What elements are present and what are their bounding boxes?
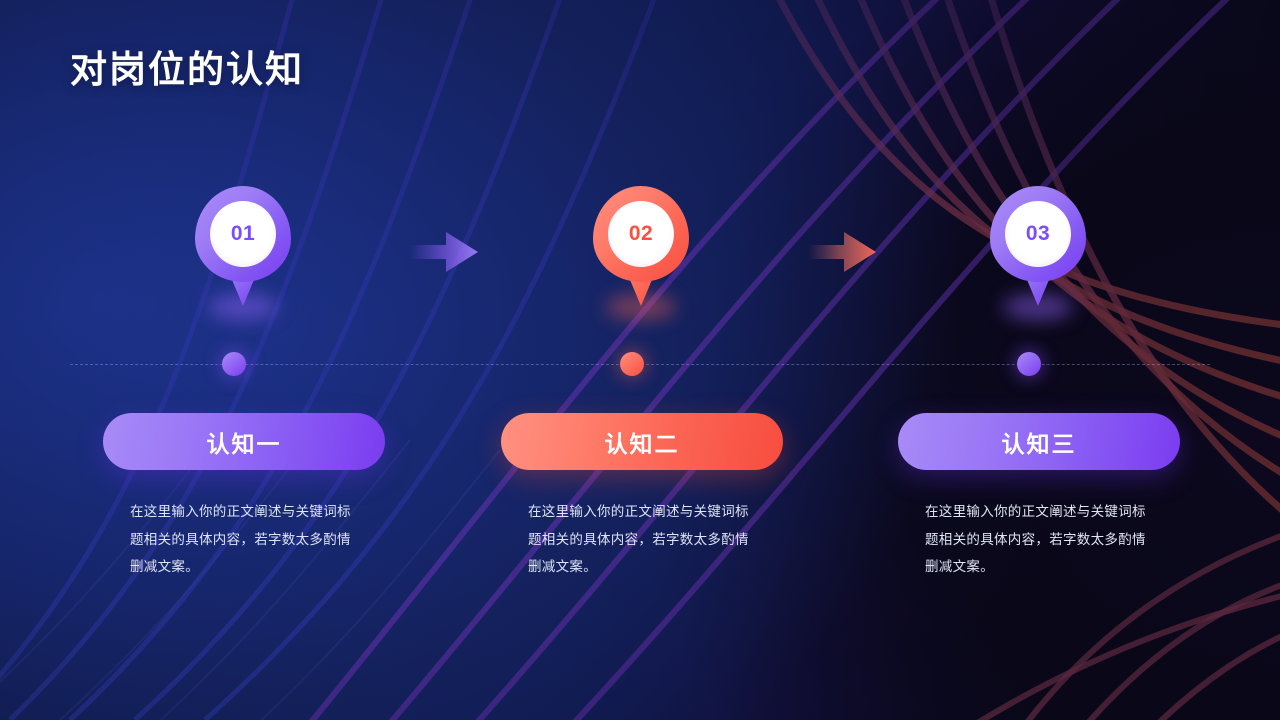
timeline-dot-3 bbox=[1017, 352, 1041, 376]
step-number-1: 01 bbox=[230, 222, 256, 245]
step-label-text-2: 认知二 bbox=[604, 430, 680, 457]
map-pin-icon-1[interactable]: 01 bbox=[195, 186, 291, 320]
timeline-dot-2 bbox=[620, 352, 644, 376]
step-body-text-3: 在这里输入你的正文阐述与关键词标题相关的具体内容，若字数太多酌情删减文案。 bbox=[925, 504, 1146, 575]
map-pin-icon-3[interactable]: 03 bbox=[990, 186, 1086, 320]
pin-disc-2: 02 bbox=[608, 201, 674, 267]
pin-disc-3: 03 bbox=[1005, 201, 1071, 267]
step-label-text-1: 认知一 bbox=[206, 430, 282, 457]
pin-disc-1: 01 bbox=[210, 201, 276, 267]
step-label-button-3[interactable]: 认知三 bbox=[898, 413, 1180, 470]
arrow-right-icon-2 bbox=[808, 228, 876, 276]
step-number-3: 03 bbox=[1025, 222, 1051, 245]
step-number-2: 02 bbox=[628, 222, 654, 245]
page-title: 对岗位的认知 bbox=[70, 49, 304, 90]
step-label-button-2[interactable]: 认知二 bbox=[501, 413, 783, 470]
arrow-right-icon-1 bbox=[410, 228, 478, 276]
step-body-text-2: 在这里输入你的正文阐述与关键词标题相关的具体内容，若字数太多酌情删减文案。 bbox=[528, 504, 749, 575]
step-label-text-3: 认知三 bbox=[1001, 430, 1077, 457]
map-pin-icon-2[interactable]: 02 bbox=[593, 186, 689, 320]
timeline-dot-1 bbox=[222, 352, 246, 376]
step-body-text-1: 在这里输入你的正文阐述与关键词标题相关的具体内容，若字数太多酌情删减文案。 bbox=[130, 504, 351, 575]
step-label-button-1[interactable]: 认知一 bbox=[103, 413, 385, 470]
